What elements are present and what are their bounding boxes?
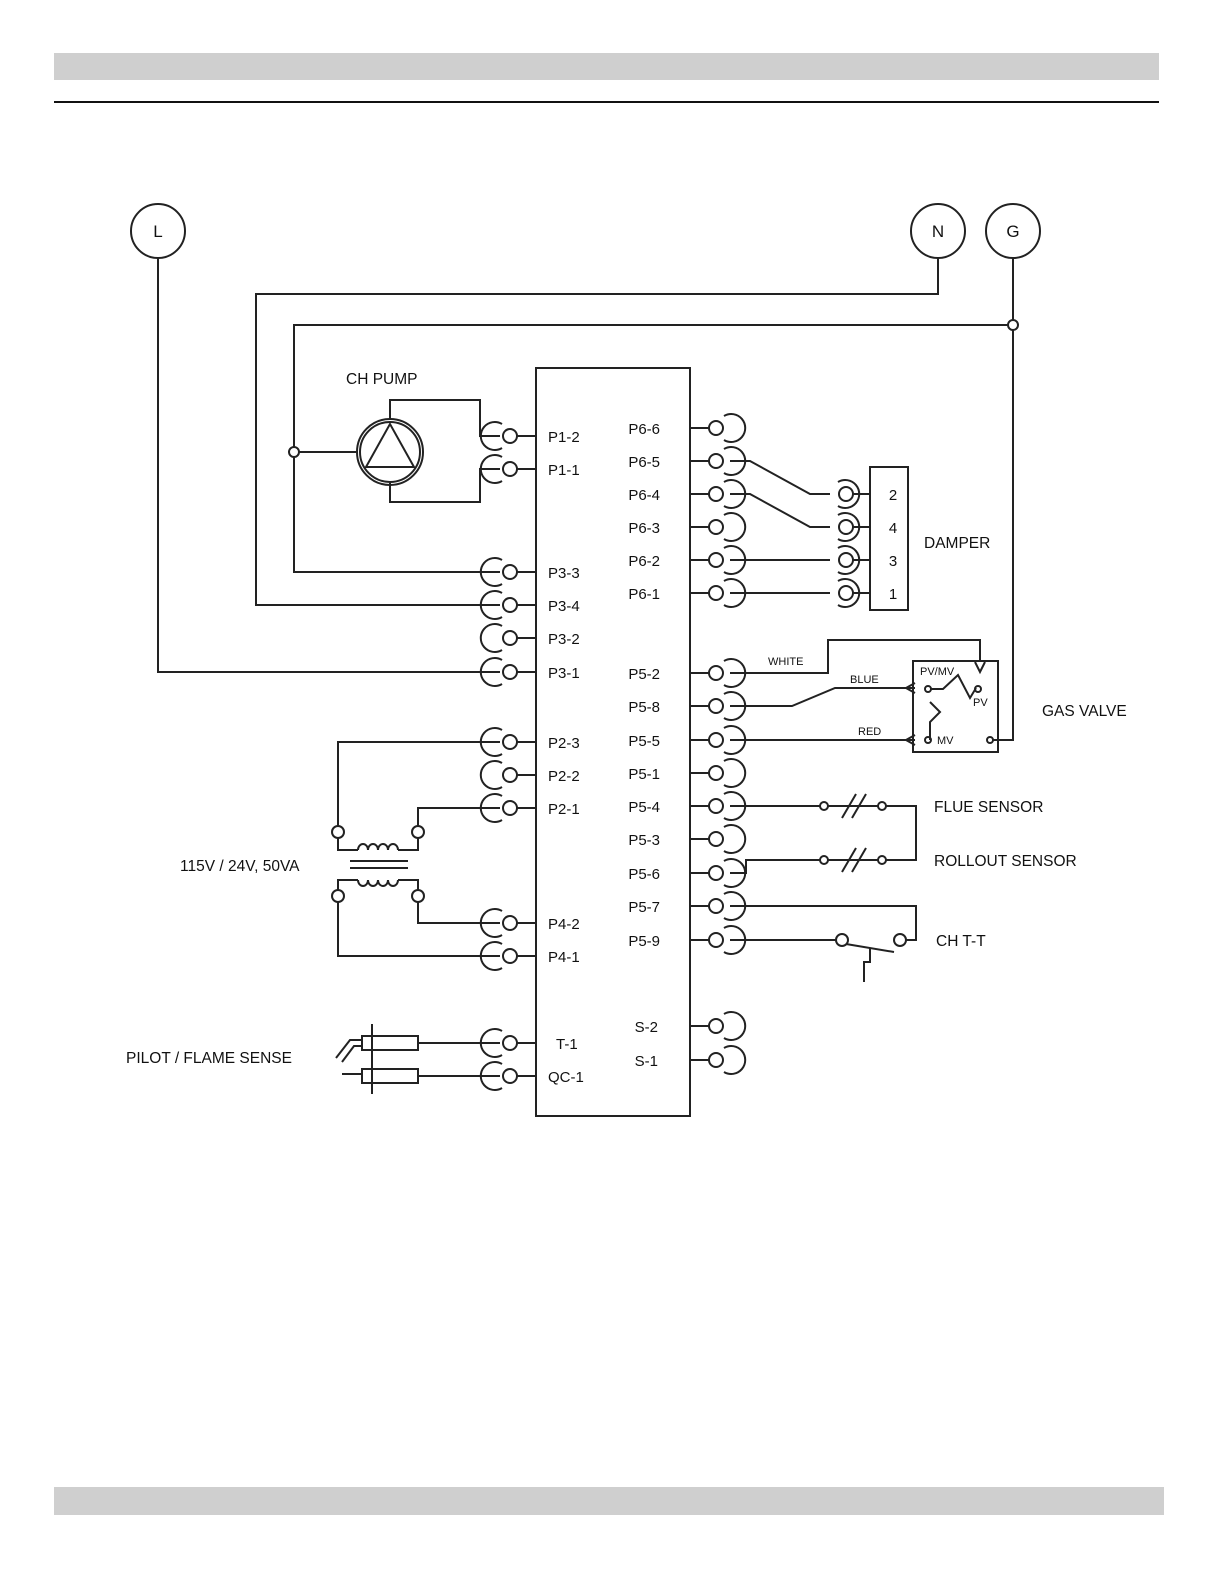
left-connectors bbox=[481, 422, 536, 1090]
damper: 2 4 3 1 DAMPER bbox=[838, 467, 990, 610]
flue-sensor-label: FLUE SENSOR bbox=[934, 799, 1043, 816]
pin-label: T-1 bbox=[556, 1036, 578, 1053]
pin-label: P5-8 bbox=[628, 699, 660, 716]
valve-label: PV/MV bbox=[920, 666, 955, 678]
pin-label: P3-4 bbox=[548, 598, 580, 615]
pin-label: QC-1 bbox=[548, 1069, 584, 1086]
pilot-flame-sense: PILOT / FLAME SENSE bbox=[126, 1024, 418, 1094]
pin-label: P1-1 bbox=[548, 462, 580, 479]
svg-text:L: L bbox=[153, 222, 162, 241]
ch-tt-label: CH T-T bbox=[936, 933, 986, 950]
wire-label-red: RED bbox=[858, 726, 881, 738]
pin-label: P4-1 bbox=[548, 949, 580, 966]
wires bbox=[158, 258, 1013, 1076]
pin-label: S-1 bbox=[635, 1053, 658, 1070]
damper-pin: 4 bbox=[889, 520, 897, 537]
rollout-sensor: ROLLOUT SENSOR bbox=[820, 848, 1077, 872]
damper-pin: 3 bbox=[889, 553, 897, 570]
node-g: G bbox=[986, 204, 1040, 258]
svg-text:N: N bbox=[932, 222, 944, 241]
pin-label: P1-2 bbox=[548, 429, 580, 446]
pin-label: P6-1 bbox=[628, 586, 660, 603]
left-pin-labels: P1-2 P1-1 P3-3 P3-4 P3-2 P3-1 P2-3 P2-2 … bbox=[548, 429, 584, 1086]
pin-label: P5-3 bbox=[628, 832, 660, 849]
valve-label: MV bbox=[937, 735, 954, 747]
pin-label: P5-4 bbox=[628, 799, 660, 816]
right-connectors bbox=[690, 414, 745, 1074]
pin-label: P2-2 bbox=[548, 768, 580, 785]
gas-valve-label: GAS VALVE bbox=[1042, 703, 1127, 720]
pin-label: P5-9 bbox=[628, 933, 660, 950]
pin-label: P5-5 bbox=[628, 733, 660, 750]
node-l: L bbox=[131, 204, 185, 258]
pin-label: P3-3 bbox=[548, 565, 580, 582]
node-n: N bbox=[911, 204, 965, 258]
pin-label: P3-2 bbox=[548, 631, 580, 648]
wire-label-white: WHITE bbox=[768, 656, 803, 668]
damper-pin: 2 bbox=[889, 487, 897, 504]
pin-label: P6-6 bbox=[628, 421, 660, 438]
transformer: 115V / 24V, 50VA bbox=[180, 826, 424, 902]
pin-label: P6-4 bbox=[628, 487, 660, 504]
valve-label: PV bbox=[973, 697, 988, 709]
pin-label: P6-5 bbox=[628, 454, 660, 471]
svg-text:G: G bbox=[1006, 222, 1019, 241]
wire-label-blue: BLUE bbox=[850, 674, 879, 686]
junction-dot bbox=[289, 447, 299, 457]
pin-label: P3-1 bbox=[548, 665, 580, 682]
pin-label: P5-1 bbox=[628, 766, 660, 783]
pin-label: P6-2 bbox=[628, 553, 660, 570]
pin-label: P5-2 bbox=[628, 666, 660, 683]
damper-pin: 1 bbox=[889, 586, 897, 603]
ch-pump-label: CH PUMP bbox=[346, 371, 417, 388]
gas-valve: PV/MV PV MV GAS VALVE bbox=[906, 661, 1127, 752]
right-pin-labels: P6-6 P6-5 P6-4 P6-3 P6-2 P6-1 P5-2 P5-8 … bbox=[628, 421, 660, 1070]
flue-sensor: FLUE SENSOR bbox=[820, 794, 1043, 818]
pin-label: S-2 bbox=[635, 1019, 658, 1036]
pin-label: P5-6 bbox=[628, 866, 660, 883]
transformer-label: 115V / 24V, 50VA bbox=[180, 858, 300, 875]
junction-dot bbox=[1008, 320, 1018, 330]
pin-label: P4-2 bbox=[548, 916, 580, 933]
pin-label: P6-3 bbox=[628, 520, 660, 537]
rollout-sensor-label: ROLLOUT SENSOR bbox=[934, 853, 1077, 870]
pin-label: P2-1 bbox=[548, 801, 580, 818]
ch-pump: CH PUMP bbox=[346, 371, 423, 485]
pin-label: P5-7 bbox=[628, 899, 660, 916]
pilot-label: PILOT / FLAME SENSE bbox=[126, 1050, 292, 1067]
damper-label: DAMPER bbox=[924, 535, 990, 552]
pin-label: P2-3 bbox=[548, 735, 580, 752]
